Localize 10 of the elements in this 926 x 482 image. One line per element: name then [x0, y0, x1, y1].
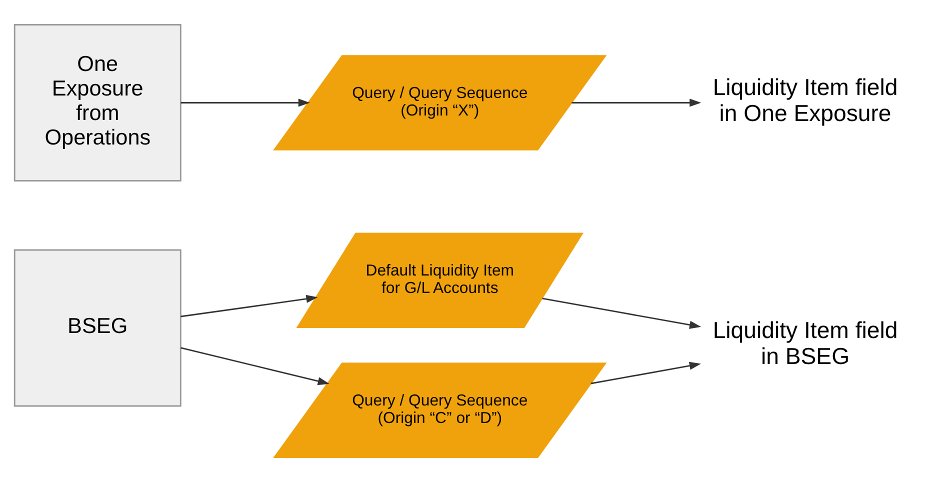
arrow	[572, 98, 702, 107]
node-text: Liquidity Item field in One Exposure	[712, 74, 898, 126]
arrow	[180, 294, 318, 318]
arrow	[180, 98, 310, 107]
node-box: BSEG	[14, 249, 182, 407]
arrow	[590, 362, 702, 384]
arrow	[542, 298, 702, 329]
node-text: Liquidity Item field in BSEG	[712, 316, 898, 369]
node-box: One Exposure from Operations	[14, 24, 182, 182]
arrow	[180, 347, 330, 386]
